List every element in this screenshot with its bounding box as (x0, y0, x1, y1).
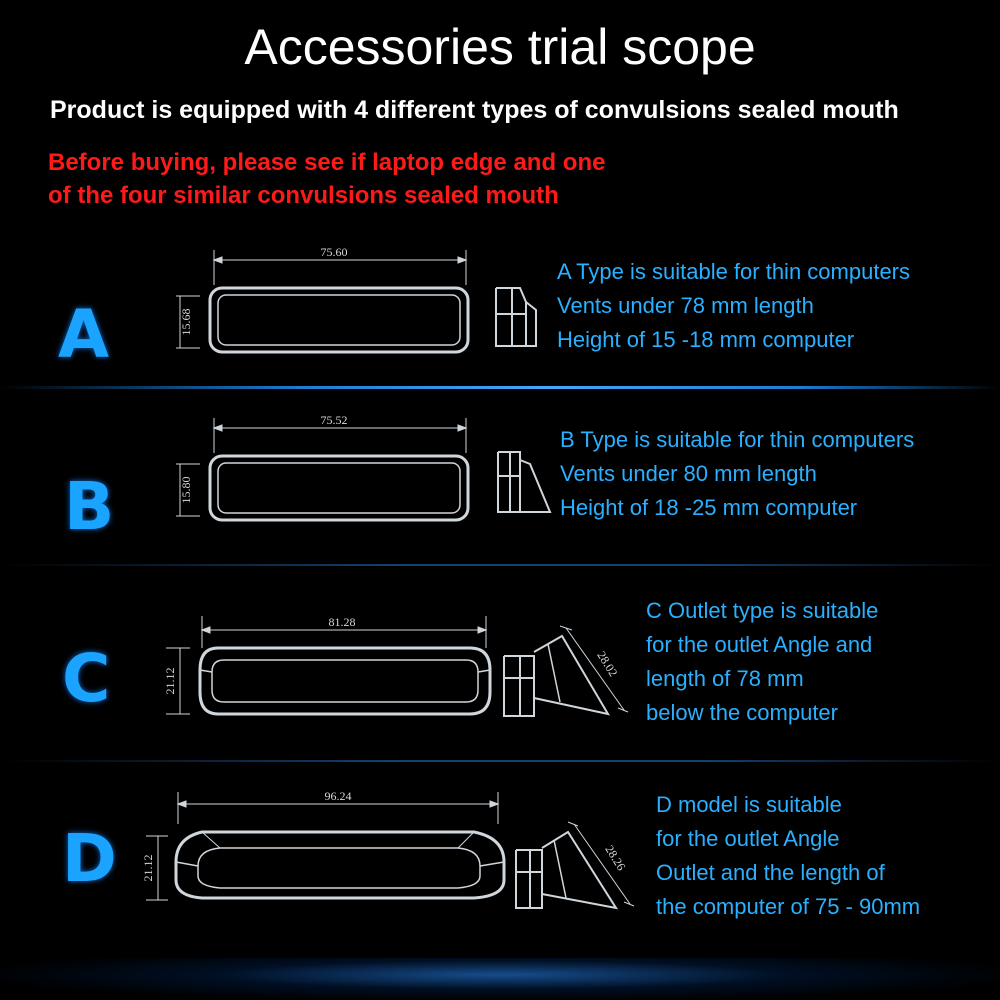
type-c-line-2: for the outlet Angle and (646, 632, 873, 657)
divider-cd (0, 760, 1000, 762)
type-d-description: D model is suitable for the outlet Angle… (656, 788, 920, 924)
type-d-front-drawing: 96.24 21.12 (141, 789, 506, 901)
type-c-width-dim: 81.28 (329, 615, 356, 629)
page-title: Accessories trial scope (244, 19, 756, 75)
type-b-line-2: Vents under 80 mm length (560, 461, 817, 486)
type-a-width-dim: 75.60 (321, 245, 348, 259)
type-d-width-dim: 96.24 (325, 789, 352, 803)
type-b-side-drawing (497, 451, 552, 513)
warning-text: Before buying, please see if laptop edge… (48, 146, 605, 212)
type-d-line-2: for the outlet Angle (656, 826, 840, 851)
type-a-side-drawing (495, 287, 537, 347)
type-a-description: A Type is suitable for thin computers Ve… (557, 255, 910, 357)
type-d-line-3: Outlet and the length of (656, 860, 885, 885)
type-c-side-dim: 28.02 (594, 649, 620, 679)
type-c-line-3: length of 78 mm (646, 666, 804, 691)
subtitle: Product is equipped with 4 different typ… (50, 96, 899, 124)
warning-line-2: of the four similar convulsions sealed m… (48, 182, 559, 209)
type-a-front-drawing: 75.60 15.68 (176, 245, 470, 354)
type-a-line-3: Height of 15 -18 mm computer (557, 327, 855, 352)
type-d-line-4: the computer of 75 - 90mm (656, 894, 921, 919)
type-c-line-1: C Outlet type is suitable (646, 598, 879, 623)
type-c-height-dim: 21.12 (163, 668, 177, 695)
type-a-line-1: A Type is suitable for thin computers (557, 259, 910, 284)
divider-bc (0, 564, 1000, 566)
type-b-letter: B (64, 468, 115, 545)
type-c-side-drawing: 28.02 (503, 625, 629, 717)
type-b-description: B Type is suitable for thin computers Ve… (560, 423, 914, 525)
type-d-side-drawing: 28.26 (515, 821, 635, 910)
type-c-description: C Outlet type is suitable for the outlet… (646, 594, 878, 730)
type-d-side-dim: 28.26 (602, 843, 628, 873)
type-b-height-dim: 15.80 (179, 477, 193, 504)
divider-ab (0, 386, 1000, 389)
type-c-letter: C (62, 640, 111, 717)
warning-line-1: Before buying, please see if laptop edge… (48, 149, 606, 176)
type-b-line-3: Height of 18 -25 mm computer (560, 495, 858, 520)
type-a-letter: A (58, 296, 110, 373)
type-d-height-dim: 21.12 (141, 855, 155, 882)
type-b-front-drawing: 75.52 15.80 (176, 413, 470, 522)
type-d-letter: D (62, 820, 117, 897)
type-b-line-1: B Type is suitable for thin computers (560, 427, 915, 452)
type-d-line-1: D model is suitable (656, 792, 842, 817)
type-a-line-2: Vents under 78 mm length (557, 293, 814, 318)
type-b-width-dim: 75.52 (321, 413, 348, 427)
type-c-front-drawing: 81.28 21.12 (163, 615, 492, 716)
type-c-line-4: below the computer (646, 700, 838, 725)
type-a-height-dim: 15.68 (179, 309, 193, 336)
bottom-glow (0, 958, 1000, 1000)
